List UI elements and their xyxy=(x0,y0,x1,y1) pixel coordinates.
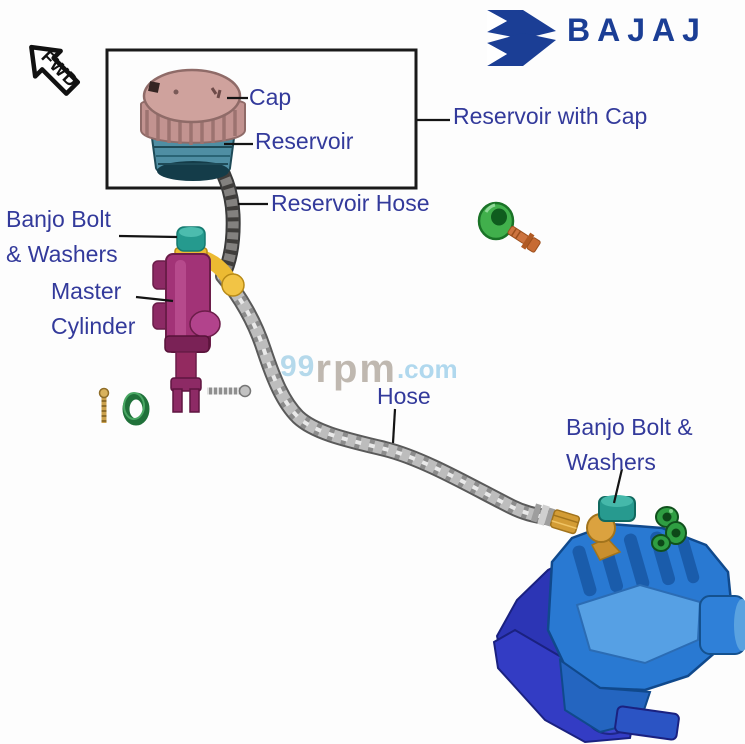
label-banjo-right-line2: Washers xyxy=(566,449,656,475)
watermark-mid: rpm xyxy=(315,347,397,391)
label-reservoir: Reservoir xyxy=(255,128,354,154)
label-reservoir-with-cap: Reservoir with Cap xyxy=(453,103,648,129)
rear-washers xyxy=(651,506,687,552)
spring-pin-illustration xyxy=(207,384,252,398)
mounting-bolt-illustration xyxy=(507,225,541,253)
leader-lines xyxy=(118,96,624,504)
reservoir-with-cap-illustration xyxy=(140,68,246,181)
watermark-suffix: .com xyxy=(396,354,458,384)
label-banjo-left-line1: Banjo Bolt xyxy=(6,206,111,232)
fwd-arrow-icon xyxy=(29,44,81,96)
reservoir-callout-box xyxy=(105,48,418,190)
brake-hose-illustration xyxy=(215,268,553,525)
master-cylinder-illustration xyxy=(152,226,245,413)
leader-hose xyxy=(391,408,397,444)
label-master-line1: Master xyxy=(51,278,122,304)
leader-banjo-left xyxy=(118,234,178,239)
o-ring-illustration xyxy=(122,392,150,426)
caliper-center-plate xyxy=(575,583,702,665)
label-reservoir-hose: Reservoir Hose xyxy=(271,190,430,216)
label-banjo-left: Banjo Bolt & Washers xyxy=(6,202,118,272)
label-hose: Hose xyxy=(377,383,431,409)
brand-logo-icon xyxy=(487,10,556,66)
watermark: 99rpm.com xyxy=(280,347,458,392)
watermark-prefix: 99 xyxy=(280,350,316,383)
leader-banjo-right xyxy=(612,468,624,504)
leader-master-cylinder xyxy=(135,295,174,303)
brake-caliper-illustration xyxy=(492,495,745,744)
pin-illustration xyxy=(98,387,110,423)
label-banjo-right: Banjo Bolt & Washers xyxy=(566,410,693,480)
brand-wordmark: BAJAJ xyxy=(567,12,707,48)
reservoir-cap xyxy=(142,68,242,124)
hose-ferrule xyxy=(530,503,581,535)
grommet-illustration xyxy=(477,201,515,241)
label-banjo-left-line2: & Washers xyxy=(6,241,118,267)
label-cap: Cap xyxy=(249,84,292,110)
label-master-cylinder: Master Cylinder xyxy=(51,274,135,344)
label-banjo-right-line1: Banjo Bolt & xyxy=(566,414,693,440)
label-master-line2: Cylinder xyxy=(51,313,136,339)
fwd-marker: FWD xyxy=(29,44,82,96)
